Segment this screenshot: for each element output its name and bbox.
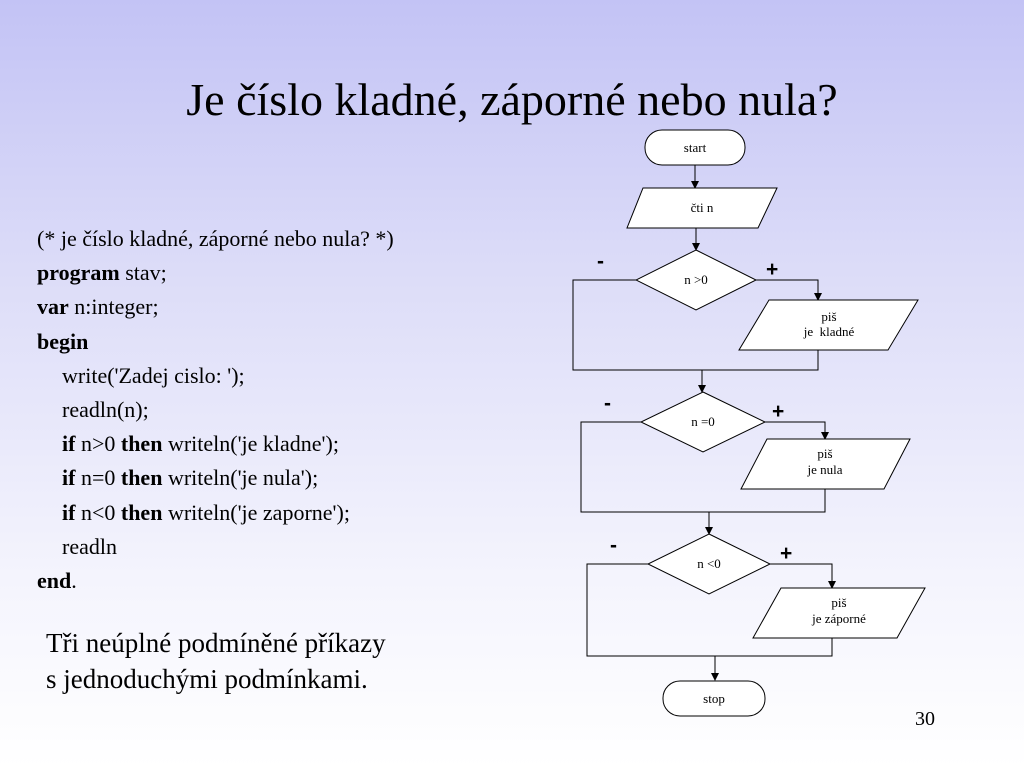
code-keyword: if (62, 499, 76, 525)
no-branch-line (572, 279, 702, 371)
code-keyword: var (37, 294, 69, 320)
slide-note: Tři neúplné podmíněné příkazy s jednoduc… (46, 625, 386, 697)
no-branch-sign: - (610, 534, 617, 557)
code-text: stav; (119, 260, 167, 286)
yes-branch-sign: + (780, 542, 792, 565)
output-zero (740, 438, 911, 490)
output-negative (752, 587, 926, 639)
code-keyword: program (37, 260, 120, 286)
output-zero-line-1: piš (817, 446, 832, 461)
start-label: start (684, 140, 707, 155)
code-line-if-zero: if n=0 then writeln('je nula'); (37, 461, 394, 495)
decision-zero-condition: n =0 (691, 414, 715, 429)
decision-negative (646, 533, 772, 595)
slide-title: Je číslo kladné, záporné nebo nula? (186, 74, 838, 125)
output-negative-line-2: je záporné (811, 611, 866, 626)
code-text: . (71, 567, 77, 593)
code-keyword: then (120, 465, 163, 491)
code-line-program: program stav; (37, 256, 394, 290)
yes-branch-line (765, 421, 829, 440)
decision-positive-condition: n >0 (684, 272, 708, 287)
code-text: readln (62, 533, 117, 559)
output-negative-line-1: piš (831, 595, 846, 610)
code-keyword: then (120, 431, 163, 457)
code-text: n=0 (75, 465, 121, 491)
code-text: n:integer; (68, 294, 159, 320)
input-parallelogram (626, 187, 778, 229)
decision-zero (639, 391, 767, 453)
code-text: readln(n); (62, 396, 149, 422)
code-text: n<0 (75, 499, 121, 525)
decision-positive (634, 249, 758, 311)
output-positive-line-1: piš (821, 309, 836, 324)
code-keyword: begin (37, 328, 89, 354)
code-text: writeln('je nula'); (162, 465, 319, 491)
input-label: čti n (691, 200, 714, 215)
yes-branch-sign: + (772, 400, 784, 423)
code-keyword: then (120, 499, 163, 525)
note-line-1: Tři neúplné podmíněné příkazy (46, 628, 386, 658)
no-branch-line (586, 563, 715, 657)
decision-negative-condition: n <0 (697, 556, 721, 571)
code-text: writeln('je kladne'); (162, 431, 339, 457)
code-text: write('Zadej cislo: '); (62, 362, 245, 388)
code-line-begin: begin (37, 325, 394, 359)
output-zero-line-2: je nula (806, 462, 842, 477)
code-line-if-positive: if n>0 then writeln('je kladne'); (37, 427, 394, 461)
pascal-code-block: (* je číslo kladné, záporné nebo nula? *… (37, 222, 394, 598)
code-line-comment: (* je číslo kladné, záporné nebo nula? *… (37, 222, 394, 256)
code-text: n>0 (75, 431, 121, 457)
stop-label: stop (703, 691, 725, 706)
stop-terminal (662, 680, 766, 717)
no-branch-sign: - (597, 250, 604, 273)
code-line-readln-end: readln (37, 530, 394, 564)
code-line-if-negative: if n<0 then writeln('je zaporne'); (37, 496, 394, 530)
yes-branch-sign: + (766, 258, 778, 281)
yes-branch-line (756, 279, 822, 301)
output-positive-line-2: je kladné (803, 324, 855, 339)
code-keyword: if (62, 431, 76, 457)
code-text: (* je číslo kladné, záporné nebo nula? *… (37, 226, 394, 251)
page-number: 30 (915, 708, 935, 730)
code-keyword: if (62, 465, 76, 491)
no-branch-sign: - (604, 392, 611, 415)
output-positive (738, 299, 919, 351)
code-line-write: write('Zadej cislo: '); (37, 359, 394, 393)
merge-line (702, 350, 819, 371)
merge-line (709, 489, 826, 513)
merge-line (715, 638, 833, 657)
code-line-readln: readln(n); (37, 393, 394, 427)
code-text: writeln('je zaporne'); (162, 499, 350, 525)
code-line-end: end. (37, 564, 394, 598)
code-keyword: end (37, 567, 72, 593)
yes-branch-line (770, 563, 836, 589)
note-line-2: s jednoduchými podmínkami. (46, 664, 368, 694)
code-line-var: var n:integer; (37, 290, 394, 324)
no-branch-line (580, 421, 709, 513)
